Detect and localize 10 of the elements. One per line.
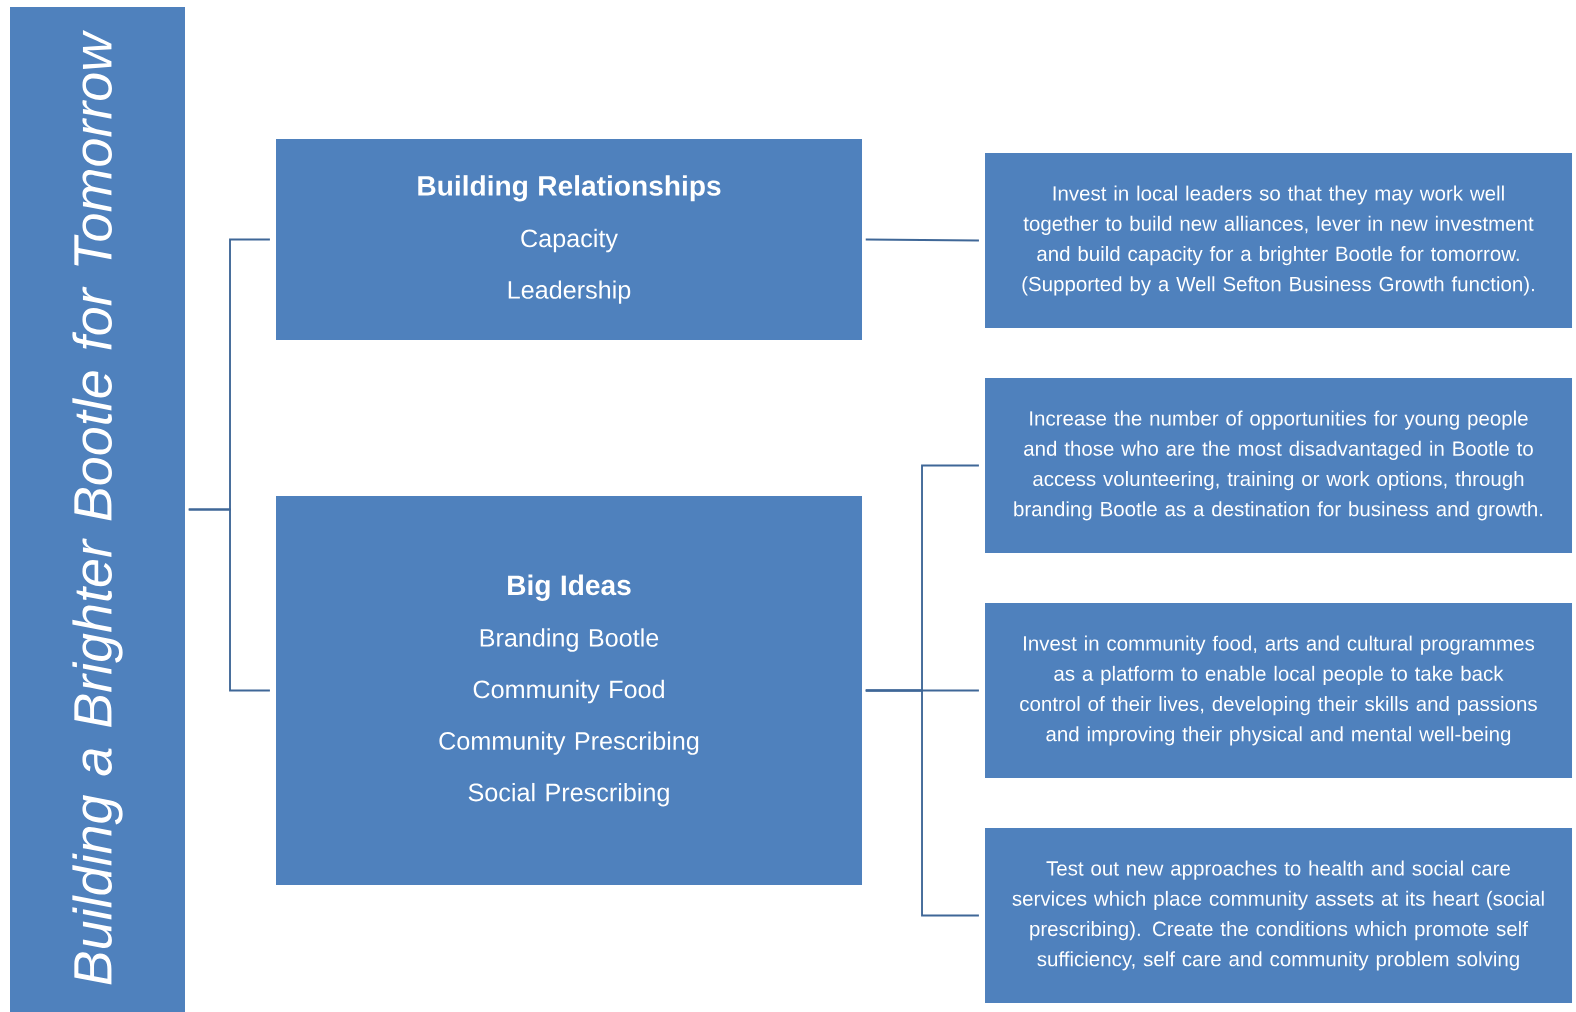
description-box: Invest in community food, arts and cultural programmes as a platform to enable local people to take back control of their lives, developing their skills and passions and improving their physical and mental well-being [985,603,1572,778]
connector-line [864,238,980,242]
connector-line [864,689,980,917]
connector-line [187,508,271,692]
description-box: Increase the number of opportunities for young people and those who are the most disadvantaged in Bootle to access volunteering, training or work options, through branding Bootle as a destination for business and growth. [985,378,1572,553]
description-box: Test out new approaches to health and social care services which place community assets at its heart (social prescribing). Create the conditions which promote self sufficiency, self care and community problem solving [985,828,1572,1003]
description-box: Invest in local leaders so that they may work well together to build new alliances, lever in new investment and build capacity for a brighter Bootle for tomorrow. (Supported by a Well Sefton Business Growth function). [985,153,1572,328]
category-box: Building Relationships Capacity Leadership [276,139,862,340]
title-band: Building a Brighter Bootle for Tomorrow [10,7,185,1012]
category-box: Big Ideas Branding Bootle Community Food Community Prescribing Social Prescribing [276,496,862,885]
